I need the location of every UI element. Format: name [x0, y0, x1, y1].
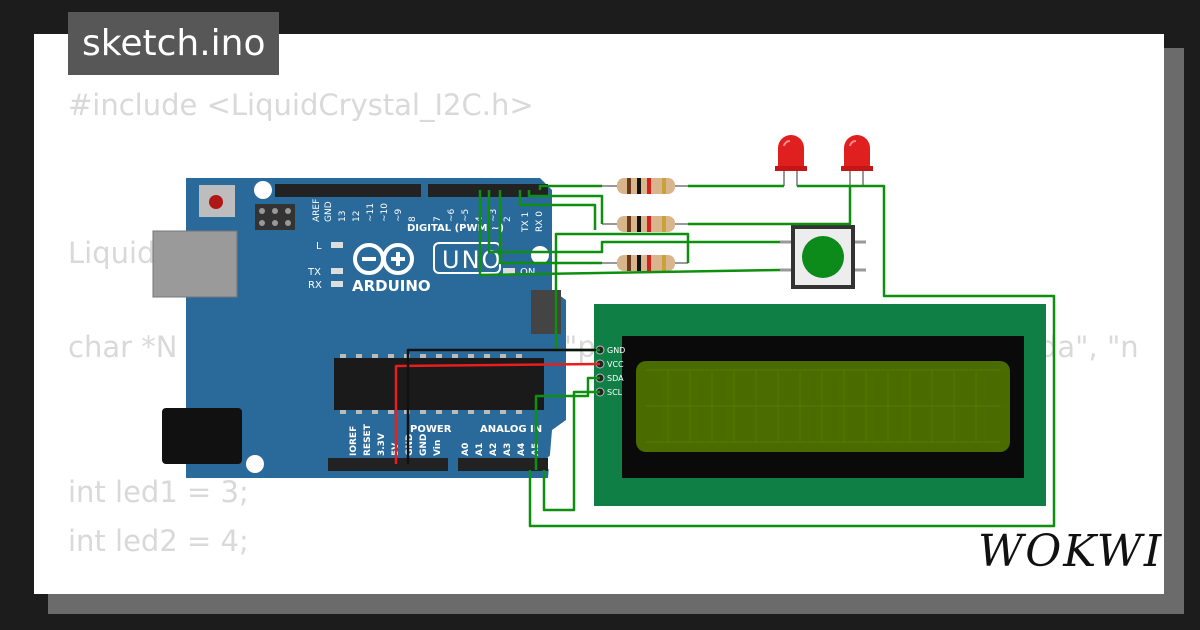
- red-led-2[interactable]: [841, 135, 873, 186]
- mount-hole: [246, 455, 264, 473]
- lcd-pin-label: VCC: [607, 360, 624, 369]
- resistor-3[interactable]: [602, 255, 688, 271]
- label-led-on: ON: [520, 267, 535, 278]
- code-background: #include <LiquidCrystal_I2C.h> Liquid ch…: [34, 0, 1164, 560]
- pin-label: ~9: [394, 208, 404, 222]
- icsp-pins: [259, 208, 291, 226]
- pin-label: ~3: [489, 209, 499, 222]
- wire-sda: [534, 376, 600, 470]
- icsp-header: [255, 204, 295, 230]
- wokwi-logo: WOKWI: [978, 526, 1164, 577]
- wire-pin3-r1: [538, 184, 602, 190]
- wires: [394, 184, 1056, 528]
- wire-gnd: [406, 348, 596, 464]
- mount-hole: [531, 246, 549, 264]
- pin-label: A0: [461, 443, 471, 456]
- wire-pin-r3: [498, 190, 602, 265]
- lcd-1602-i2c[interactable]: GND VCC SDA SCL: [594, 304, 1046, 506]
- wire-btn-b: [478, 190, 781, 277]
- code-line: int led1 = 3;: [68, 475, 249, 509]
- lcd-pin-label: GND: [607, 346, 625, 355]
- code-line: #include <LiquidCrystal_I2C.h>: [68, 88, 534, 122]
- pin-label: 12: [352, 211, 362, 222]
- pin-label: 3.3V: [377, 433, 387, 456]
- pin-label: 8: [408, 216, 418, 222]
- led-on: [503, 268, 515, 274]
- lcd-pin-labels: GND VCC SDA SCL: [607, 346, 625, 397]
- mount-hole: [254, 181, 272, 199]
- label-led-l: L: [316, 241, 322, 252]
- code-fragment: da", "n: [1039, 330, 1139, 364]
- pin-label: GND: [405, 434, 415, 456]
- pushbutton[interactable]: [780, 225, 866, 289]
- wire-scl: [542, 390, 600, 512]
- pin-label: ~11: [366, 203, 376, 222]
- digital-header-label: DIGITAL (PWM ~): [407, 223, 504, 234]
- chip-pins: [340, 354, 522, 414]
- lcd-pin-label: SCL: [607, 388, 623, 397]
- wire-aux: [518, 190, 597, 230]
- arduino-logo-icon: [353, 243, 414, 275]
- uno-model: UNO: [442, 246, 502, 274]
- arduino-uno-board[interactable]: L TX RX ON ARDUINO UNO DIGITAL (PWM ~) P…: [152, 178, 566, 478]
- header-power: [328, 458, 448, 471]
- pin-label: 2: [503, 216, 513, 222]
- pin-label: GND: [419, 434, 429, 456]
- analog-header-label: ANALOG IN: [480, 424, 542, 435]
- arduino-brand: ARDUINO: [352, 277, 431, 295]
- lcd-pin-label: SDA: [607, 374, 624, 383]
- pin-label: A1: [475, 443, 485, 456]
- resistor-1[interactable]: [602, 178, 688, 194]
- pin-label: ~5: [461, 209, 471, 222]
- usb-port: [152, 230, 238, 298]
- header-top-left: [275, 184, 421, 197]
- pin-label: 13: [338, 211, 348, 222]
- led-l: [331, 242, 343, 248]
- pin-label: ~6: [447, 208, 457, 222]
- wire-pin4-r2: [527, 190, 604, 224]
- pin-label: 7: [433, 216, 443, 222]
- pin-label: IOREF: [349, 426, 359, 456]
- led-tx: [331, 268, 343, 274]
- header-analog: [458, 458, 548, 471]
- pin-label: GND: [324, 201, 334, 222]
- pushbutton-cap[interactable]: [802, 236, 844, 278]
- pin-label: AREF: [312, 199, 322, 222]
- wire-btn-a: [487, 190, 780, 254]
- power-header-label: POWER: [410, 424, 452, 435]
- led-rx: [331, 281, 343, 287]
- code-line: Liquid: [68, 236, 156, 270]
- pin-label: Vin: [433, 440, 443, 456]
- label-led-rx: RX: [308, 280, 322, 291]
- pin-label: A3: [503, 443, 513, 456]
- code-fragment: "p: [564, 330, 596, 364]
- pin-label: A2: [489, 443, 499, 456]
- pin-label: A4: [517, 443, 527, 456]
- file-tab[interactable]: sketch.ino: [68, 12, 280, 75]
- code-line: int led2 = 4;: [68, 524, 249, 558]
- pin-label: RX 0: [535, 211, 545, 232]
- pin-label: RESET: [363, 423, 373, 456]
- label-led-tx: TX: [307, 267, 321, 278]
- pin-label: ~10: [380, 203, 390, 222]
- top-pin-labels: AREF GND 13 12 ~11 ~10 ~9 8 7 ~6 ~5 4 ~3…: [312, 199, 545, 233]
- resistor-2[interactable]: [602, 216, 688, 232]
- power-jack: [162, 408, 242, 464]
- pin-label: TX 1: [521, 212, 531, 233]
- wire-led-gnd: [528, 184, 1056, 528]
- code-line: char *N: [68, 330, 178, 364]
- reset-button-cap[interactable]: [209, 195, 223, 209]
- red-led-1[interactable]: [775, 135, 807, 186]
- wire-5v-vcc: [394, 362, 601, 464]
- wire-r2-led2: [688, 186, 852, 226]
- lcd-character-grid: [646, 369, 1000, 443]
- mount-hole: [546, 454, 564, 472]
